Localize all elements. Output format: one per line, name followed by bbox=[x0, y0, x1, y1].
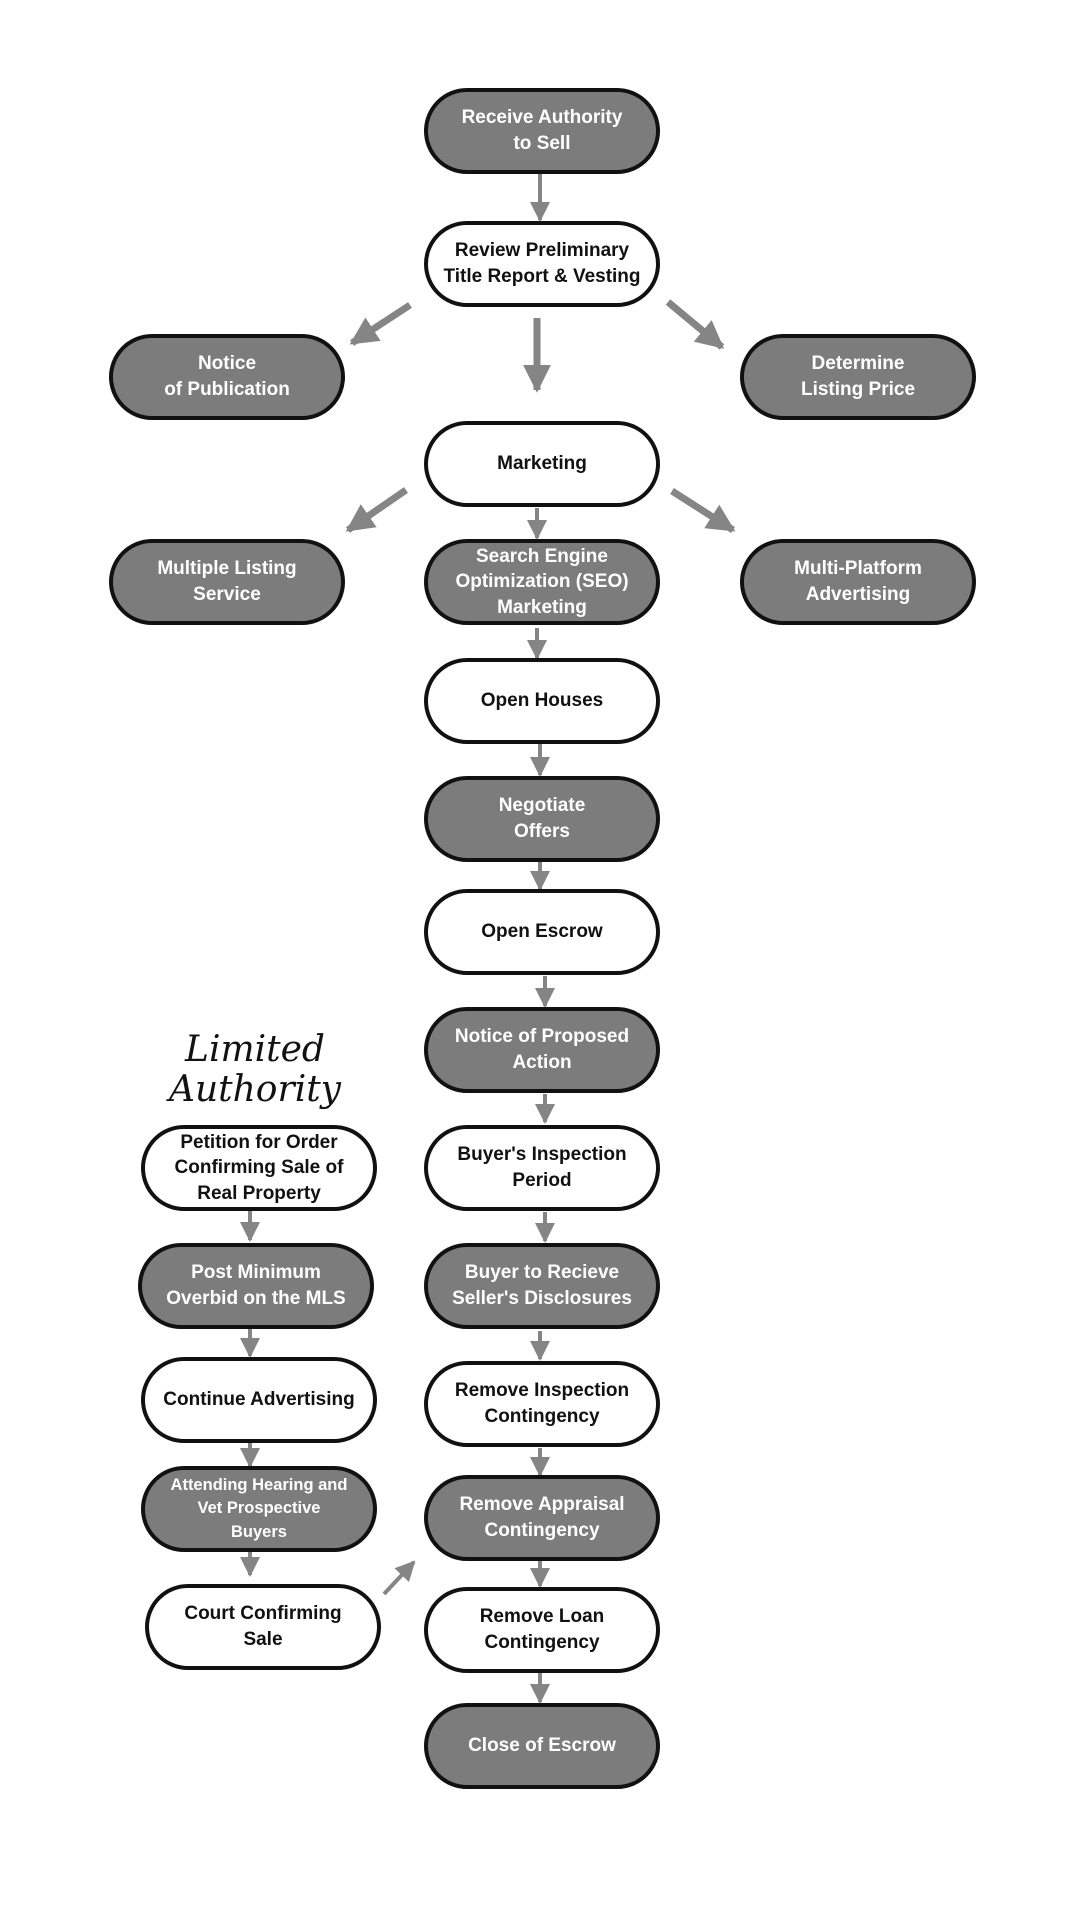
node-buyer-inspection: Buyer's Inspection Period bbox=[424, 1125, 660, 1211]
node-attending-hearing: Attending Hearing and Vet Prospective Bu… bbox=[141, 1466, 377, 1552]
node-remove-appraisal: Remove Appraisal Contingency bbox=[424, 1475, 660, 1561]
node-court-confirming: Court Confirming Sale bbox=[145, 1584, 381, 1670]
node-multiple-listing: Multiple Listing Service bbox=[109, 539, 345, 625]
node-notice-publication: Notice of Publication bbox=[109, 334, 345, 420]
limited-authority-caption: Limited Authority bbox=[168, 1029, 342, 1110]
node-continue-advertising: Continue Advertising bbox=[141, 1357, 377, 1443]
arrow-review-to-notice-publication bbox=[349, 302, 412, 346]
node-post-overbid: Post Minimum Overbid on the MLS bbox=[138, 1243, 374, 1329]
node-seller-disclosures: Buyer to Recieve Seller's Disclosures bbox=[424, 1243, 660, 1329]
node-multi-platform: Multi-Platform Advertising bbox=[740, 539, 976, 625]
node-close-escrow: Close of Escrow bbox=[424, 1703, 660, 1789]
node-negotiate-offers: Negotiate Offers bbox=[424, 776, 660, 862]
node-marketing: Marketing bbox=[424, 421, 660, 507]
node-notice-proposed-action: Notice of Proposed Action bbox=[424, 1007, 660, 1093]
arrow-court-to-center bbox=[382, 1560, 416, 1596]
node-remove-inspection: Remove Inspection Contingency bbox=[424, 1361, 660, 1447]
arrow-review-to-price bbox=[665, 299, 725, 350]
node-determine-price: Determine Listing Price bbox=[740, 334, 976, 420]
node-petition: Petition for Order Confirming Sale of Re… bbox=[141, 1125, 377, 1211]
arrow-marketing-to-mls bbox=[345, 487, 408, 533]
node-remove-loan: Remove Loan Contingency bbox=[424, 1587, 660, 1673]
node-seo: Search Engine Optimization (SEO) Marketi… bbox=[424, 539, 660, 625]
node-review-title: Review Preliminary Title Report & Vestin… bbox=[424, 221, 660, 307]
node-open-houses: Open Houses bbox=[424, 658, 660, 744]
node-receive-authority: Receive Authority to Sell bbox=[424, 88, 660, 174]
arrow-marketing-to-multi-platform bbox=[670, 488, 736, 533]
node-open-escrow: Open Escrow bbox=[424, 889, 660, 975]
